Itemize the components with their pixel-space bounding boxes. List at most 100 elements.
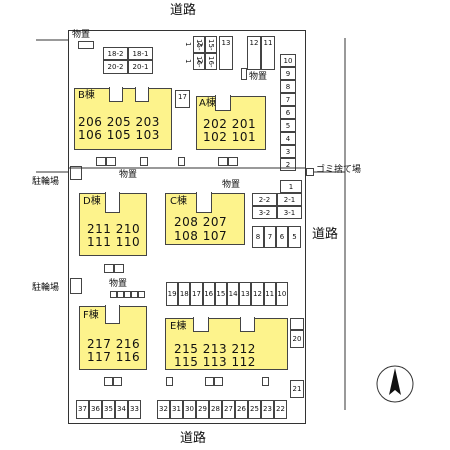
parking-space: 20 — [290, 330, 304, 348]
parking-space: 12 — [251, 282, 264, 306]
storage-shed-e — [166, 377, 173, 386]
parking-space: 29 — [196, 400, 209, 419]
bike-parking-label-1: 駐輪場 — [32, 177, 60, 187]
building-d-units-upper: 211 210 — [87, 222, 141, 236]
parking-space: 32 — [157, 400, 170, 419]
building-b — [74, 88, 172, 150]
parking-space: 16 — [202, 282, 215, 306]
parking-space: 15-2 — [196, 36, 217, 53]
building-b-notch — [109, 87, 123, 102]
parking-space: 19 — [166, 282, 179, 306]
parking-space: 10 — [275, 282, 288, 306]
building-e-units-upper: 215 213 212 — [174, 342, 256, 356]
parking-space: 4 — [280, 132, 296, 145]
building-c-units-upper: 208 207 — [174, 215, 228, 229]
storage-shed-top — [78, 41, 94, 49]
parking-space: 34 — [115, 400, 128, 419]
road-label-bottom: 道路 — [180, 431, 207, 446]
parking-space: 5 — [280, 119, 296, 132]
storage-shed-e — [205, 377, 214, 386]
road-label-top: 道路 — [170, 3, 197, 18]
building-b-units-upper: 206 205 203 — [78, 115, 160, 129]
storage-label-a: 物置 — [249, 72, 268, 82]
parking-space: 37 — [76, 400, 89, 419]
side-box — [290, 318, 304, 330]
storage-shed-mid-left — [96, 157, 106, 166]
parking-space: 8 — [252, 226, 264, 248]
bike-parking-label-2: 駐輪場 — [32, 283, 60, 293]
parking-space: 21 — [290, 380, 304, 398]
storage-shed-d — [104, 264, 114, 273]
parking-space: 8 — [280, 80, 296, 93]
storage-shed-lower — [131, 291, 138, 298]
parking-space: 3 — [280, 145, 296, 158]
storage-label-top: 物置 — [72, 30, 91, 40]
parking-space: 18-2 — [103, 47, 128, 60]
parking-space: 17 — [190, 282, 203, 306]
parking-space: 36 — [89, 400, 102, 419]
parking-space: 16-2 — [196, 53, 217, 70]
parking-space: 5 — [288, 226, 301, 248]
storage-shed-mid-right — [178, 157, 185, 166]
building-f-units-upper: 217 216 — [87, 337, 141, 351]
building-e-name: E棟 — [170, 321, 187, 332]
garbage-point — [306, 168, 314, 176]
storage-shed-lower — [138, 291, 145, 298]
parking-space: 3-1 — [277, 206, 302, 219]
building-e-units-lower: 115 113 112 — [174, 355, 256, 369]
storage-shed-lower — [110, 291, 117, 298]
parking-space: 12 — [247, 36, 261, 70]
parking-space: 13 — [219, 36, 233, 70]
parking-space: 18-1 — [128, 47, 153, 60]
building-c-notch — [196, 192, 212, 213]
parking-space: 11 — [261, 36, 275, 70]
parking-space: 27 — [222, 400, 235, 419]
parking-space: 11 — [263, 282, 276, 306]
storage-shed-mid-left — [106, 157, 116, 166]
parking-space: 18 — [178, 282, 191, 306]
garbage-label: ゴミ捨て場 — [316, 165, 362, 175]
parking-space: 13 — [239, 282, 252, 306]
building-b-name: B棟 — [78, 90, 95, 101]
building-a-notch — [215, 95, 231, 111]
building-a — [196, 96, 266, 150]
storage-shed-mid-left — [140, 157, 148, 166]
building-e-notch — [193, 317, 209, 332]
parking-space: 2-2 — [252, 193, 277, 206]
parking-space: 14 — [227, 282, 240, 306]
parking-space: 16-1 — [184, 53, 205, 70]
parking-space: 20-1 — [128, 60, 153, 74]
storage-shed-mid-right — [228, 157, 238, 166]
bike-parking-2 — [70, 278, 82, 294]
parking-space: 25 — [248, 400, 261, 419]
storage-shed-e — [214, 377, 223, 386]
parking-space: 26 — [235, 400, 248, 419]
road-label-right: 道路 — [312, 227, 339, 242]
parking-space: 30 — [183, 400, 196, 419]
parking-space: 15-1 — [184, 36, 205, 53]
parking-space: 35 — [102, 400, 115, 419]
storage-label-lower: 物置 — [109, 279, 128, 289]
parking-space: 31 — [170, 400, 183, 419]
parking-space: 17 — [175, 90, 190, 108]
building-d-name: D棟 — [83, 196, 101, 207]
storage-label-mid-right: 物置 — [222, 180, 241, 190]
building-a-name: A棟 — [199, 98, 216, 109]
building-f-units-lower: 117 116 — [87, 350, 141, 364]
building-f-notch — [105, 305, 120, 324]
parking-space: 28 — [209, 400, 222, 419]
storage-shed-bike-1 — [70, 166, 82, 180]
parking-space: 3-2 — [252, 206, 277, 219]
parking-space: 1 — [280, 180, 302, 193]
storage-shed-f — [113, 377, 122, 386]
building-b-notch — [135, 87, 149, 102]
parking-space: 6 — [280, 106, 296, 119]
parking-space: 23 — [261, 400, 274, 419]
storage-shed-d — [114, 264, 124, 273]
parking-space: 33 — [128, 400, 141, 419]
building-c-name: C棟 — [170, 196, 187, 207]
parking-space: 2-1 — [277, 193, 302, 206]
building-b-units-lower: 106 105 103 — [78, 128, 160, 142]
